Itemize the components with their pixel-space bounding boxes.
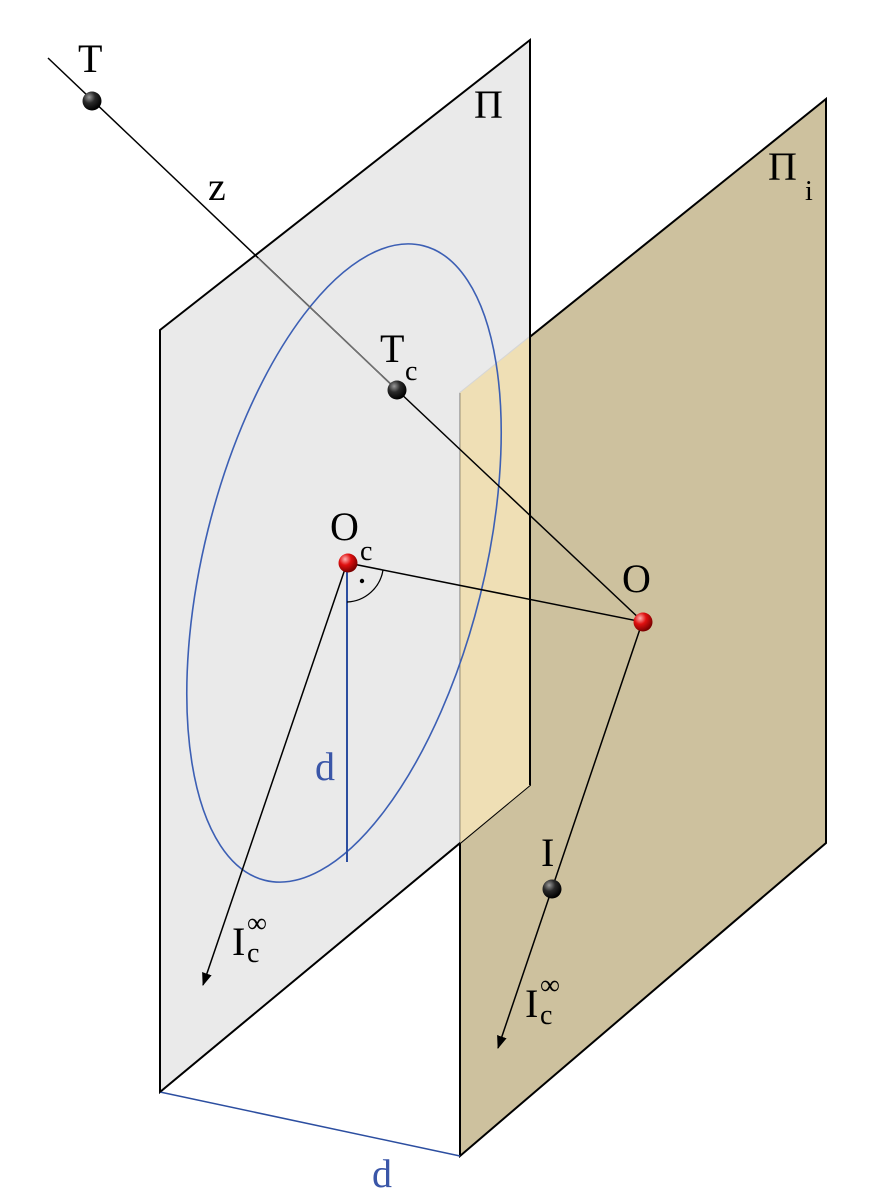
point-tc <box>387 380 407 400</box>
right-angle-mark <box>346 569 384 603</box>
arrow-ic-left <box>202 565 347 986</box>
label-oc-sub: c <box>360 536 372 567</box>
label-z: z <box>208 164 226 209</box>
label-i: I <box>541 830 554 875</box>
label-ic-left-sup: ∞ <box>247 908 267 939</box>
label-o: O <box>622 556 651 601</box>
label-ic-left: I <box>232 919 245 964</box>
label-ic-left-sub: c <box>247 938 259 969</box>
label-tc-sub: c <box>405 356 417 387</box>
label-t: T <box>78 36 102 81</box>
label-pi-i: Π <box>768 144 797 189</box>
base-line-d <box>159 1091 461 1157</box>
label-ic-right-sup: ∞ <box>540 970 560 1001</box>
label-oc: O <box>330 504 359 549</box>
label-d-inner: d <box>315 744 335 789</box>
arrow-ic-right <box>497 625 642 1049</box>
point-o <box>633 612 653 632</box>
label-tc: T <box>380 326 404 371</box>
label-pi-i-sub: i <box>805 176 813 207</box>
point-t <box>82 91 102 111</box>
segment-oc-o <box>347 562 644 623</box>
point-i <box>542 879 562 899</box>
label-d-bottom: d <box>372 1151 392 1193</box>
label-ic-right: I <box>525 981 538 1026</box>
circle <box>186 243 502 883</box>
label-pi: Π <box>474 82 503 127</box>
plane-overlap <box>460 337 530 843</box>
point-oc <box>338 553 358 573</box>
label-ic-right-sub: c <box>540 1000 552 1031</box>
